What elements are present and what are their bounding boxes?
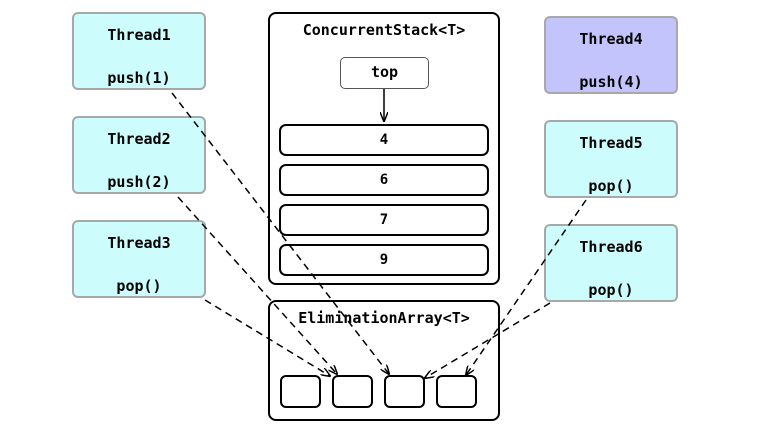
elimination-slot xyxy=(436,375,477,408)
thread1-box: Thread1 push(1) xyxy=(72,12,206,90)
thread4-name: Thread4 xyxy=(579,30,643,48)
thread6-to-slot-arrow xyxy=(425,302,551,378)
thread5-box: Thread5 pop() xyxy=(544,120,678,198)
thread5-op: pop() xyxy=(588,177,634,195)
stack-top-pointer: top xyxy=(340,57,429,89)
thread5-name: Thread5 xyxy=(579,134,643,152)
thread1-op: push(1) xyxy=(107,69,171,87)
thread2-box: Thread2 push(2) xyxy=(72,116,206,194)
thread1-to-slot-arrow xyxy=(171,92,389,374)
thread6-op: pop() xyxy=(588,281,634,299)
thread2-to-slot-arrow xyxy=(177,196,337,374)
thread3-name: Thread3 xyxy=(107,234,171,252)
thread5-to-slot-arrow xyxy=(466,199,587,375)
thread4-op: push(4) xyxy=(579,73,643,91)
thread2-op: push(2) xyxy=(107,173,171,191)
thread3-box: Thread3 pop() xyxy=(72,220,206,298)
stack-cell: 7 xyxy=(279,204,489,236)
stack-cell: 9 xyxy=(279,244,489,276)
thread4-box: Thread4 push(4) xyxy=(544,16,678,94)
thread3-to-slot-arrow xyxy=(204,299,330,376)
thread6-box: Thread6 pop() xyxy=(544,224,678,302)
thread2-name: Thread2 xyxy=(107,130,171,148)
elimination-slot xyxy=(384,375,425,408)
thread1-name: Thread1 xyxy=(107,26,171,44)
elimination-slot xyxy=(280,375,321,408)
stack-cell: 6 xyxy=(279,164,489,196)
elimination-slot xyxy=(332,375,373,408)
concurrent-stack-title: ConcurrentStack<T> xyxy=(302,21,466,39)
thread3-op: pop() xyxy=(116,277,162,295)
elimination-array-title: EliminationArray<T> xyxy=(298,309,470,327)
thread6-name: Thread6 xyxy=(579,238,643,256)
stack-cell: 4 xyxy=(279,124,489,156)
